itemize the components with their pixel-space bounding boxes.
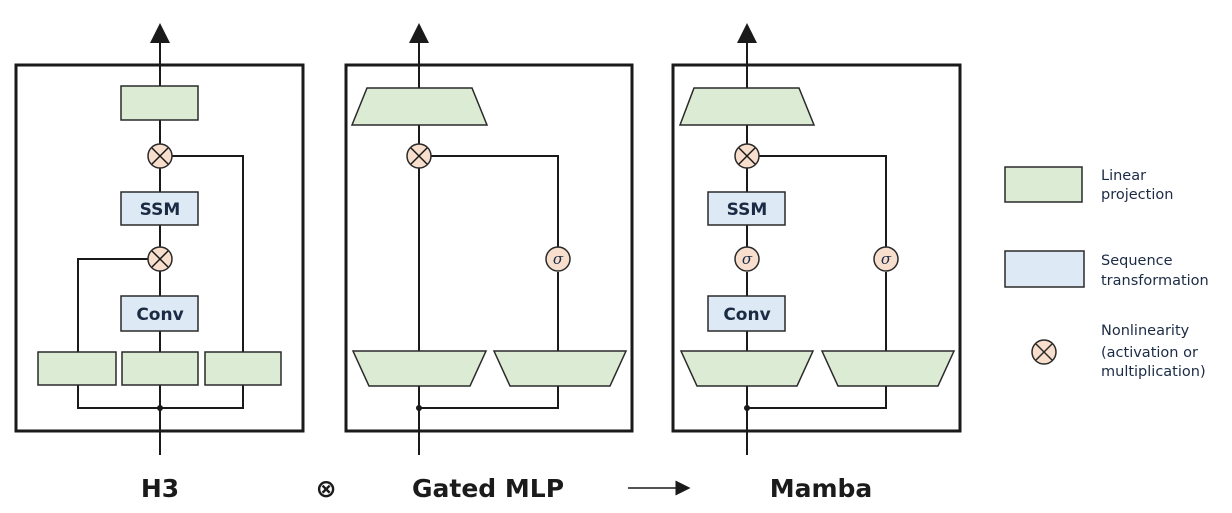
mamba-linear-right [820, 350, 956, 387]
mamba-ssm-label: SSM [727, 200, 768, 220]
legend: Linear projection Sequence transformatio… [1004, 166, 1209, 380]
h3-right-branch [172, 155, 244, 352]
mamba-junction-dot [744, 405, 750, 411]
mamba-frame [671, 63, 962, 433]
gated-mlp-frame [344, 63, 634, 433]
mamba-sigma-node-left [734, 246, 760, 272]
mamba-sigma-label-right: σ [881, 250, 892, 268]
gated-mlp-branch-line [419, 386, 559, 409]
h3-linear-right [204, 351, 282, 386]
gated-mlp-linear-left [351, 350, 488, 387]
mamba-panel [671, 23, 962, 455]
gated-mlp-sigma-node [545, 246, 571, 272]
h3-junction-dot [157, 405, 163, 411]
h3-linear-left [37, 351, 117, 386]
gated-mlp-title: Gated MLP [412, 474, 564, 503]
h3-panel [14, 23, 305, 455]
mamba-sigma-label-left: σ [742, 250, 753, 268]
legend-linear-line1: Linear [1101, 168, 1146, 184]
gated-mlp-sigma-label: σ [553, 250, 564, 268]
legend-sequence-line1: Sequence [1101, 253, 1173, 269]
mamba-conv-label: Conv [723, 305, 770, 325]
h3-conv-block [120, 295, 199, 332]
legend-linear-line2: projection [1101, 187, 1173, 203]
mamba-sigma-node-right [873, 246, 899, 272]
legend-nonlinearity-line3: multiplication) [1101, 364, 1206, 380]
gated-mlp-panel [344, 23, 634, 455]
gated-mlp-junction-dot [416, 405, 422, 411]
h3-ssm-block [120, 191, 199, 226]
h3-output-linear [120, 85, 199, 121]
mamba-conv-block [707, 295, 786, 332]
gated-mlp-output-linear [350, 87, 489, 126]
h3-title: H3 [141, 474, 179, 503]
gated-mlp-linear-right [492, 350, 628, 387]
mamba-output-linear [678, 87, 816, 126]
h3-multiply-upper [147, 143, 173, 169]
legend-nonlinearity-line1: Nonlinearity [1101, 323, 1190, 339]
h3-multiply-lower [147, 246, 173, 272]
legend-linear-swatch [1004, 166, 1083, 203]
mamba-linear-left [679, 350, 815, 387]
legend-sequence-line2: transformation [1101, 273, 1209, 289]
mamba-ssm-block [707, 191, 786, 226]
h3-ssm-label: SSM [140, 200, 181, 220]
combine-operator: ⊗ [316, 474, 337, 503]
h3-left-branch [77, 258, 148, 352]
mamba-branch-line [747, 386, 887, 409]
mamba-title: Mamba [770, 474, 873, 503]
mamba-multiply [734, 143, 760, 169]
gated-mlp-multiply [406, 143, 432, 169]
h3-linear-middle [121, 351, 199, 386]
legend-nonlinearity-icon [1031, 339, 1057, 365]
legend-nonlinearity-line2: (activation or [1101, 345, 1198, 361]
h3-conv-label: Conv [136, 305, 183, 325]
legend-sequence-swatch [1004, 250, 1085, 288]
